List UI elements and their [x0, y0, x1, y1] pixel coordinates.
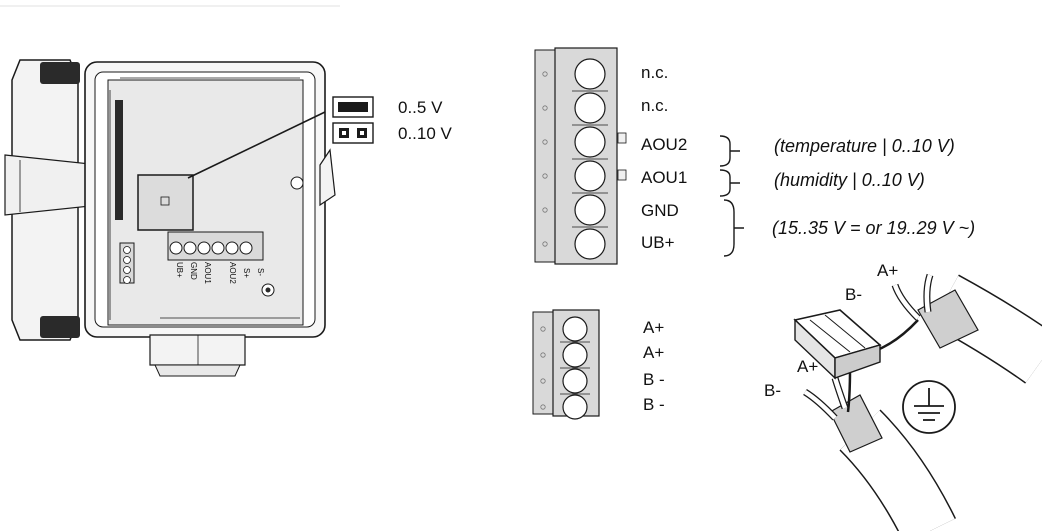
- terminal-label-aplus-2: A+: [643, 343, 664, 362]
- terminal-hole: [542, 139, 548, 145]
- terminal-label-aou1: AOU1: [641, 168, 687, 187]
- bracket-power: [723, 199, 744, 257]
- bracket-aou2: [719, 135, 740, 167]
- terminal-hole: [542, 241, 548, 247]
- terminal-label-gnd: GND: [641, 201, 679, 220]
- terminal-screw: [574, 92, 606, 124]
- terminal-label-bminus-1: B -: [643, 370, 665, 389]
- terminal-hole: [542, 173, 548, 179]
- jumper-leader-line: [187, 111, 326, 179]
- terminal-block-small-labels: A+ A+ B - B -: [643, 318, 665, 414]
- terminal-screw: [574, 228, 606, 260]
- device-terminal-label: UB+: [175, 262, 184, 278]
- jumper-legend: 0..5 V 0..10 V: [187, 96, 453, 179]
- terminal-label-ubplus: UB+: [641, 233, 675, 252]
- terminal-hole: [540, 326, 546, 332]
- device-terminal-label: GND: [189, 262, 198, 280]
- device-terminal-label: AOU2: [228, 262, 237, 284]
- terminal-hole: [542, 71, 548, 77]
- pcb-terminal-block: [167, 231, 264, 261]
- terminal-hole: [542, 105, 548, 111]
- terminal-block-large-labels: n.c. n.c. AOU2 AOU1 GND UB+: [641, 63, 687, 252]
- annotation-power: (15..35 V = or 19..29 V ~): [772, 218, 975, 238]
- cable-label-top-b: B-: [845, 285, 862, 304]
- terminal-screw: [562, 368, 588, 394]
- cable-label-bottom-b: B-: [764, 381, 781, 400]
- device-housing: [0, 5, 340, 377]
- annotation-aou2: (temperature | 0..10 V): [774, 136, 955, 156]
- cable-labels: A+ B- A+ B-: [764, 261, 898, 400]
- terminal-screw: [562, 342, 588, 368]
- pcb-pin-header: [115, 100, 123, 220]
- device-terminal-label: S+: [242, 268, 251, 278]
- jumper-label-10v: 0..10 V: [398, 124, 453, 143]
- cable-shield-top: [917, 289, 979, 349]
- terminal-label-nc-1: n.c.: [641, 63, 668, 82]
- terminal-hole: [540, 404, 546, 410]
- terminal-hole: [542, 207, 548, 213]
- jumper-label-5v: 0..5 V: [398, 98, 443, 117]
- terminal-label-aou2: AOU2: [641, 135, 687, 154]
- annotations: (temperature | 0..10 V) (humidity | 0..1…: [772, 136, 975, 238]
- terminal-screw: [562, 394, 588, 420]
- terminal-label-bminus-2: B -: [643, 395, 665, 414]
- brackets: [719, 135, 744, 257]
- terminal-block-small: [532, 309, 600, 420]
- terminal-screw: [574, 160, 606, 192]
- jumper-open-icon: [332, 96, 374, 118]
- annotation-aou1: (humidity | 0..10 V): [774, 170, 925, 190]
- terminal-screw: [574, 126, 606, 158]
- ground-icon: [902, 380, 956, 434]
- terminal-screw: [574, 194, 606, 226]
- terminal-block-large: [534, 47, 627, 265]
- cable-label-bottom-a: A+: [797, 357, 818, 376]
- device-terminal-labels: S- S+ AOU2 AOU1 GND UB+: [175, 262, 265, 284]
- jumper-bridged-icon: [332, 122, 374, 144]
- terminal-screw: [574, 58, 606, 90]
- terminal-hole: [540, 352, 546, 358]
- wire-connector: [793, 309, 882, 380]
- terminal-screw: [562, 316, 588, 342]
- terminal-label-aplus-1: A+: [643, 318, 664, 337]
- bracket-aou1: [719, 169, 740, 197]
- device-terminal-label: S-: [256, 268, 265, 276]
- terminal-hole: [540, 378, 546, 384]
- bus-cables: [793, 273, 1042, 531]
- device-terminal-label: AOU1: [203, 262, 212, 284]
- terminal-label-nc-2: n.c.: [641, 96, 668, 115]
- cable-label-top-a: A+: [877, 261, 898, 280]
